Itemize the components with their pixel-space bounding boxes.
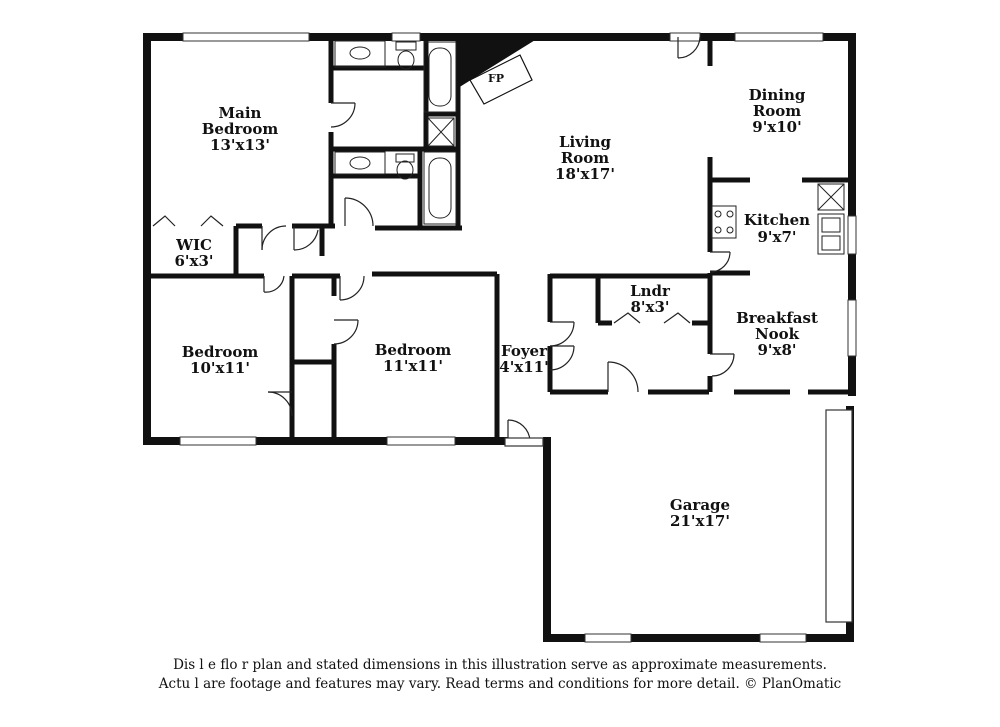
- laundry-name: Lndr: [630, 282, 671, 300]
- doors: [152, 36, 735, 447]
- breakfast-nook-name-line2: Nook: [755, 325, 800, 343]
- bedroom-middle-dimensions: 11'x11': [383, 357, 443, 375]
- dining-room-dimensions: 9'x10': [752, 118, 801, 136]
- living-room-name-line2: Room: [561, 149, 609, 167]
- foyer-dimensions: 4'x11': [499, 358, 548, 376]
- windows: [179, 32, 857, 643]
- kitchen-name: Kitchen: [744, 211, 810, 229]
- kitchen-dimensions: 9'x7': [757, 228, 796, 246]
- laundry-dimensions: 8'x3': [630, 298, 669, 316]
- living-room-name-line1: Living: [559, 133, 612, 151]
- dining-room-name-line1: Dining: [749, 86, 806, 104]
- disclaimer: Dis l e flo r plan and stated dimensions…: [0, 656, 1000, 694]
- main-bedroom-name-line1: Main: [219, 104, 262, 122]
- dining-room-name-line2: Room: [753, 102, 801, 120]
- fireplace-label: FP: [488, 72, 504, 85]
- disclaimer-line-2: Actu l are footage and features may vary…: [158, 676, 842, 692]
- main-bedroom-dimensions: 13'x13': [210, 136, 270, 154]
- interior-walls: [147, 37, 852, 441]
- breakfast-nook-dimensions: 9'x8': [757, 341, 796, 359]
- foyer-name: Foyer: [501, 342, 548, 360]
- garage-name: Garage: [670, 496, 730, 514]
- bedroom-middle-name: Bedroom: [375, 341, 452, 359]
- bedroom-left-dimensions: 10'x11': [190, 359, 250, 377]
- garage-dimensions: 21'x17': [670, 512, 730, 530]
- fixtures: [334, 40, 845, 255]
- living-room-dimensions: 18'x17': [555, 165, 615, 183]
- breakfast-nook-name-line1: Breakfast: [736, 309, 818, 327]
- room-labels: Main Bedroom 13'x13' Living Room 18'x17'…: [174, 86, 817, 530]
- wic-name: WIC: [175, 236, 212, 254]
- disclaimer-line-1: Dis l e flo r plan and stated dimensions…: [173, 657, 827, 673]
- bedroom-left-name: Bedroom: [182, 343, 259, 361]
- fireplace: FP: [458, 37, 540, 105]
- main-bedroom-name-line2: Bedroom: [202, 120, 279, 138]
- wic-dimensions: 6'x3': [174, 252, 213, 270]
